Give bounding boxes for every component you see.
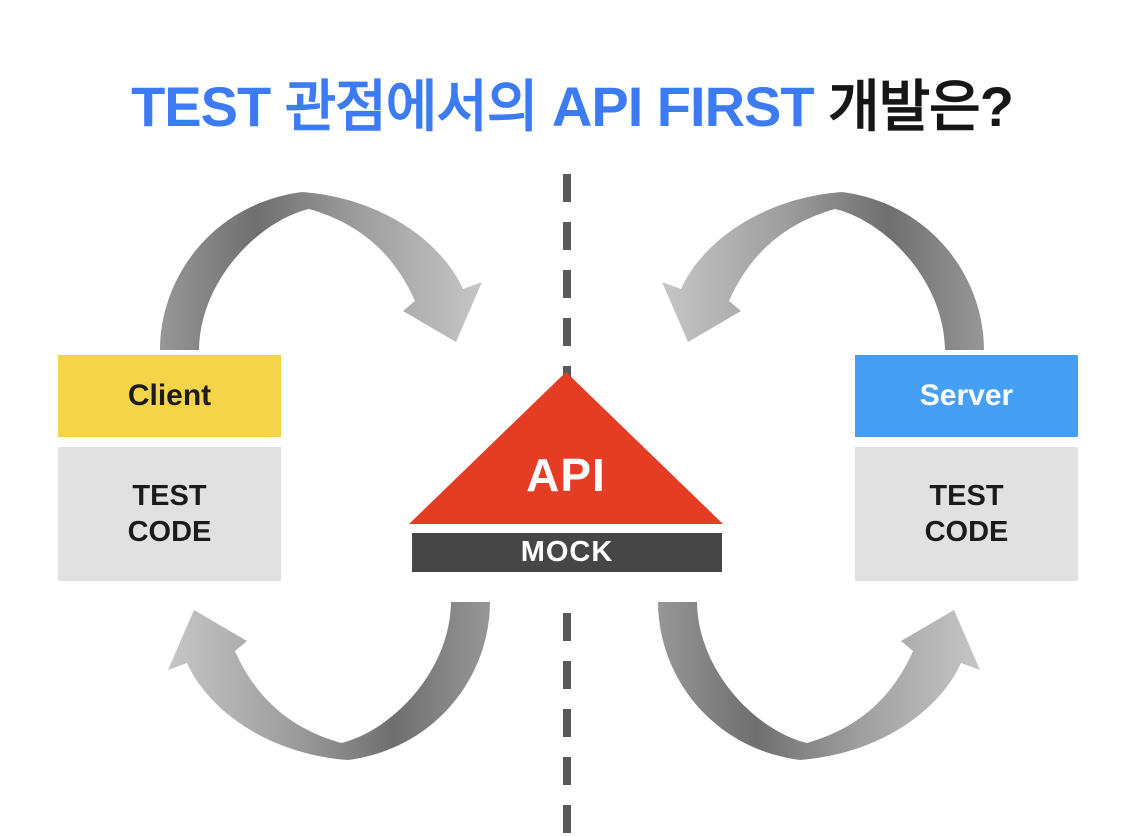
- mock-bar: MOCK: [412, 533, 722, 572]
- dashed-divider-line-bottom: [563, 613, 571, 836]
- page-title-rest: 개발은?: [828, 74, 1014, 138]
- client-test-code-box: TEST CODE: [58, 447, 281, 581]
- dashed-divider-line-top: [563, 174, 571, 394]
- arrow-api-to-client-icon: [168, 602, 490, 760]
- arrow-server-to-api-icon: [662, 192, 984, 350]
- client-header-box: Client: [58, 355, 281, 437]
- server-header-box: Server: [855, 355, 1078, 437]
- arrow-api-to-server-icon: [658, 602, 980, 760]
- triangle-icon: [409, 372, 723, 524]
- server-test-code-box: TEST CODE: [855, 447, 1078, 581]
- arrow-client-to-api-icon: [160, 192, 482, 350]
- api-label: API: [526, 449, 606, 501]
- page-title: TEST 관점에서의 API FIRST 개발은?: [0, 62, 1144, 143]
- api-triangle: API: [409, 372, 723, 524]
- page-title-highlight: TEST 관점에서의 API FIRST: [131, 74, 829, 138]
